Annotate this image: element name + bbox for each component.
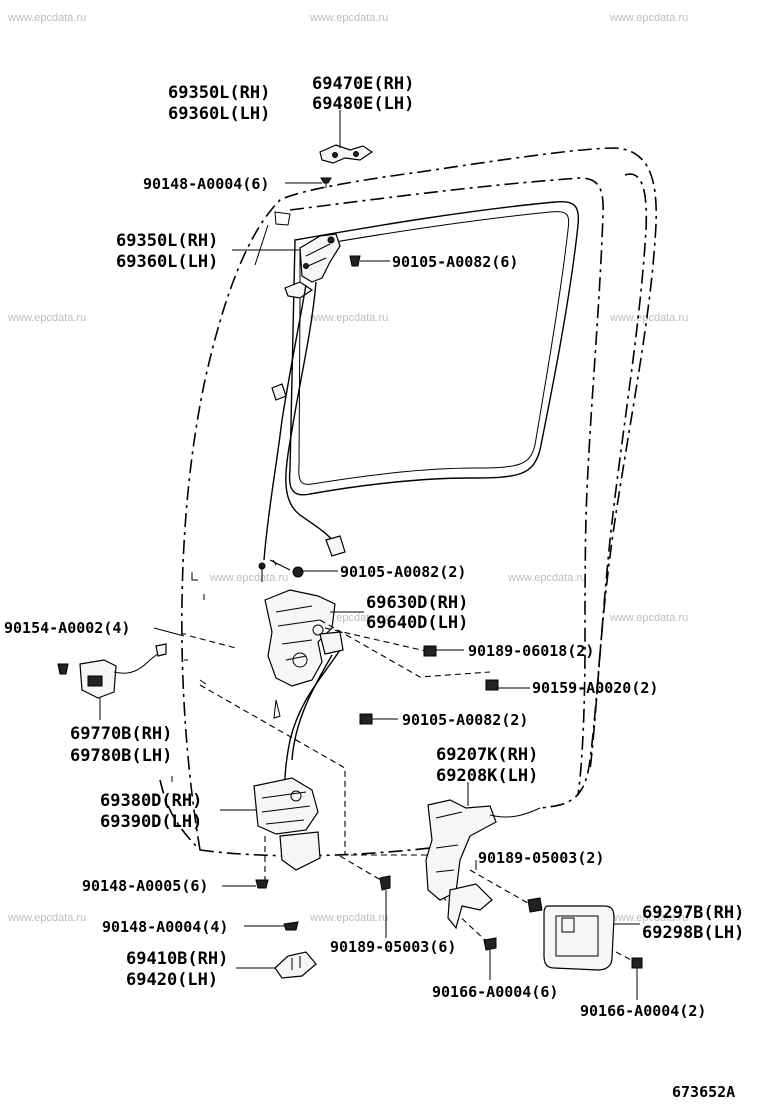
part-label: 69470E(RH) [312, 74, 414, 94]
watermark: www.epcdata.ru [309, 312, 388, 324]
part-label: 69420(LH) [126, 970, 218, 990]
watermark: www.epcdata.ru [209, 572, 288, 584]
part-label: 69298B(LH) [642, 923, 744, 943]
watermark: www.epcdata.ru [609, 312, 688, 324]
part-labels: 69350L(RH) 69360L(LH) 69470E(RH) 69480E(… [4, 74, 744, 1101]
part-label: 69360L(LH) [116, 252, 218, 272]
part-label: 90166-A0004(6) [432, 983, 558, 1001]
figure-id: 673652A [672, 1083, 735, 1101]
part-label: 90159-A0020(2) [532, 679, 658, 697]
handle-bezel-part [543, 905, 643, 971]
watermark: www.epcdata.ru [7, 912, 86, 924]
part-label: 90154-A0002(4) [4, 619, 130, 637]
part-label: 90189-06018(2) [468, 642, 594, 660]
watermark: www.epcdata.ru [609, 612, 688, 624]
door-lock-part [264, 559, 344, 687]
part-label: 69208K(LH) [436, 766, 538, 786]
part-label: 90105-A0082(2) [340, 563, 466, 581]
watermark: www.epcdata.ru [7, 12, 86, 24]
watermark: www.epcdata.ru [309, 12, 388, 24]
part-label: 69207K(RH) [436, 745, 538, 765]
part-label: 90105-A0082(2) [402, 711, 528, 729]
part-label: 69630D(RH) [366, 593, 468, 613]
part-label: 90105-A0082(6) [392, 253, 518, 271]
part-label: 90148-A0005(6) [82, 877, 208, 895]
part-label: 69380D(RH) [100, 791, 202, 811]
watermark: www.epcdata.ru [609, 912, 688, 924]
part-label: 69297B(RH) [642, 903, 744, 923]
watermark: www.epcdata.ru [7, 312, 86, 324]
door-lock-actuator-part [57, 643, 167, 699]
part-label: 90189-05003(2) [478, 849, 604, 867]
top-bracket-part [319, 135, 374, 188]
part-label: 69480E(LH) [312, 94, 414, 114]
part-label: 90148-A0004(4) [102, 918, 228, 936]
part-label: 69350L(RH) [168, 83, 270, 103]
part-label: 90148-A0004(6) [143, 175, 269, 193]
part-label: 69770B(RH) [70, 724, 172, 744]
watermark: www.epcdata.ru [507, 572, 586, 584]
part-label: 90189-05003(6) [330, 938, 456, 956]
door-outline [159, 147, 658, 857]
part-label: 69780B(LH) [70, 746, 172, 766]
part-label: 90166-A0004(2) [580, 1002, 706, 1020]
watermark: www.epcdata.ru [609, 12, 688, 24]
lower-lock-part [359, 645, 543, 951]
outside-handle-part [253, 777, 321, 889]
watermark: www.epcdata.ru [309, 912, 388, 924]
control-rods [258, 281, 346, 801]
part-label: 69360L(LH) [168, 104, 270, 124]
part-label: 69350L(RH) [116, 231, 218, 251]
inner-handle-part [284, 233, 361, 299]
part-label: 69410B(RH) [126, 949, 228, 969]
part-label: 69640D(LH) [366, 613, 468, 633]
part-label: 69390D(LH) [100, 812, 202, 832]
striker-part [274, 921, 317, 979]
leader-lines [99, 110, 640, 1000]
